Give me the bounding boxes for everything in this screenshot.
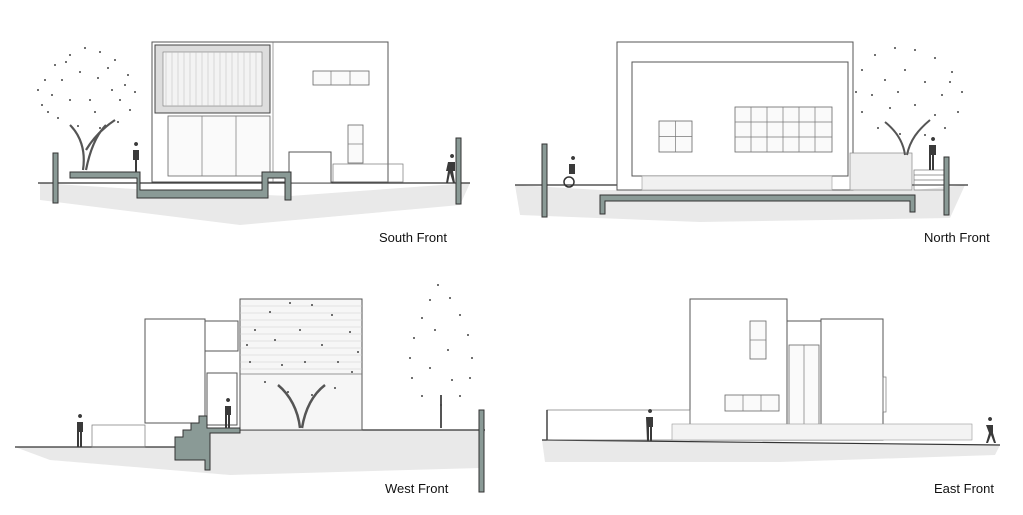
east-main-volume [689, 298, 788, 441]
north-post-right [943, 156, 950, 216]
person-icon [133, 142, 139, 172]
north-front-label: North Front [924, 230, 990, 245]
tree-icon [855, 47, 963, 156]
north-basement-section [599, 194, 916, 215]
south-post-left [52, 152, 59, 204]
east-front-elevation [541, 298, 1001, 462]
east-window-strip [724, 394, 780, 412]
east-right-volume [820, 318, 884, 441]
west-post-right [478, 409, 485, 493]
south-post-right [455, 137, 462, 205]
east-front-label: East Front [934, 481, 994, 496]
north-plinth [641, 175, 833, 191]
west-front-elevation [15, 284, 485, 493]
tree-icon [246, 302, 359, 429]
person-icon [929, 137, 936, 170]
east-ground-line [541, 439, 1001, 446]
north-ground [515, 185, 965, 222]
west-mid-top [204, 320, 239, 352]
person-icon [77, 414, 83, 447]
north-front-elevation [515, 41, 968, 222]
west-stair-section [174, 415, 241, 471]
west-hatched-volume [239, 298, 363, 431]
south-front-elevation [37, 41, 470, 225]
south-screen-hatch [165, 52, 257, 106]
west-ground [15, 430, 485, 475]
west-garden-wall [91, 424, 146, 448]
east-fence-left [546, 409, 691, 441]
tree-icon [37, 47, 136, 171]
east-plinth [671, 423, 973, 441]
person-icon [986, 417, 996, 443]
east-ground [542, 440, 1000, 462]
east-side-detail [882, 376, 887, 413]
south-front-label: South Front [379, 230, 447, 245]
north-post-left [541, 143, 548, 218]
west-hatch [240, 305, 362, 370]
south-screen [162, 51, 263, 107]
west-left-volume [144, 318, 206, 424]
south-fence [332, 163, 404, 183]
south-glazing [167, 115, 271, 177]
south-basement-section [69, 171, 292, 201]
bicycle-icon [563, 156, 576, 188]
west-front-label: West Front [385, 481, 449, 496]
south-annex [288, 151, 332, 184]
person-icon [225, 398, 231, 428]
tree-icon [409, 284, 473, 428]
person-icon [646, 409, 653, 441]
north-window-grid [734, 106, 833, 153]
person-icon [446, 154, 455, 183]
north-masonry-wall [849, 152, 913, 191]
west-entry [206, 372, 238, 426]
south-ground [40, 183, 470, 225]
south-window-strip [312, 70, 370, 86]
